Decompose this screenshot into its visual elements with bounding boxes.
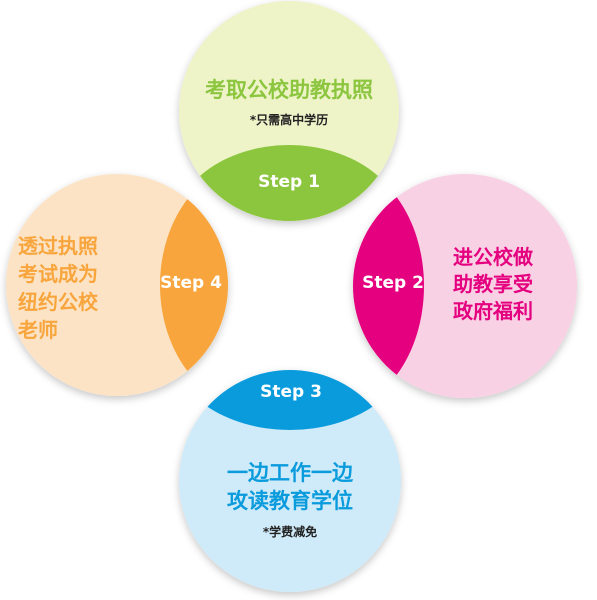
step1-accent <box>179 145 399 221</box>
step1-label: Step 1 <box>258 172 320 192</box>
step2-circle <box>353 174 577 398</box>
step1-note: *只需高中学历 <box>249 113 329 127</box>
step4-label: Step 4 <box>160 273 222 293</box>
step4-title: 透过执照 考试成为 纽约公校 老师 <box>18 234 98 342</box>
step3-label: Step 3 <box>260 382 322 402</box>
step3-title: 一边工作一边 攻读教育学位 <box>227 461 353 513</box>
step2-accent <box>353 174 424 398</box>
step1-circle <box>179 1 399 221</box>
step1-title: 考取公校助教执照 <box>205 78 373 102</box>
step3-note: *学费减免 <box>262 525 318 539</box>
step2-title: 进公校做 助教享受 政府福利 <box>453 245 533 323</box>
step2-label: Step 2 <box>362 273 424 293</box>
